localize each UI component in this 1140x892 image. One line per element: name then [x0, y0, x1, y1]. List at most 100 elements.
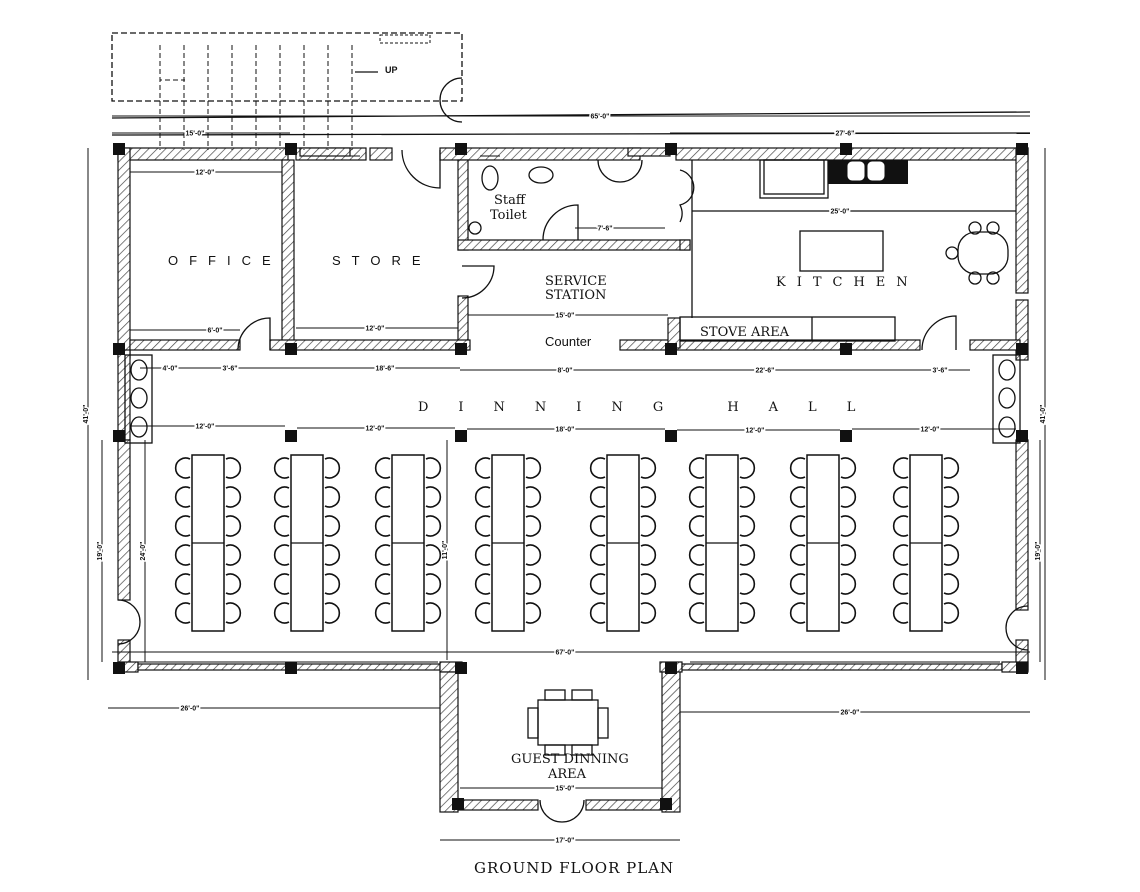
chair	[324, 515, 341, 537]
wall	[369, 147, 393, 161]
dimension-label: 65'-0"	[591, 114, 610, 121]
kitchen-table	[957, 231, 1009, 275]
wall	[627, 147, 671, 157]
chair	[943, 486, 960, 508]
wall	[117, 349, 131, 441]
wall	[457, 799, 539, 811]
wall	[969, 339, 1021, 351]
chair	[425, 486, 442, 508]
room-label-staff-toilet: Staff	[494, 193, 527, 208]
washbasin-icon	[130, 359, 148, 381]
floor-trap-icon	[468, 221, 482, 235]
dimension-label: 12'-0"	[746, 428, 765, 435]
washbasin-counter-right	[992, 354, 1021, 444]
chair	[174, 602, 191, 624]
wall	[1015, 439, 1029, 611]
washbasin-icon	[130, 387, 148, 409]
store-door	[401, 149, 441, 189]
wall	[299, 147, 351, 157]
wall	[117, 147, 289, 161]
guest-entry-door	[539, 799, 585, 823]
chair	[174, 515, 191, 537]
wall	[457, 239, 691, 251]
double-door	[597, 159, 643, 183]
chair	[174, 457, 191, 479]
room-label-office: OFFICE	[168, 253, 282, 268]
column	[1016, 343, 1028, 355]
chair	[640, 544, 657, 566]
chair	[840, 544, 857, 566]
dimension-label: 24'-0"	[140, 542, 147, 561]
dimension-label: 26'-0"	[841, 710, 860, 717]
dimension-label: 11'-0"	[442, 541, 449, 560]
room-label-counter: Counter	[545, 334, 592, 349]
wall	[619, 339, 921, 351]
kitchen-counter	[759, 159, 829, 199]
wall	[281, 159, 295, 351]
chair	[840, 457, 857, 479]
chair	[688, 515, 705, 537]
chair	[425, 573, 442, 595]
chair	[892, 544, 909, 566]
dimension-label: 19'-0"	[97, 542, 104, 561]
chair	[324, 544, 341, 566]
toilet-door	[542, 204, 579, 241]
dimension-label: 26'-0"	[181, 706, 200, 713]
dimension-label: 3'-6"	[932, 368, 947, 375]
column	[452, 798, 464, 810]
wall	[1015, 147, 1029, 294]
room-label-guest-dining: GUEST DINNING	[511, 752, 629, 767]
chair	[324, 486, 341, 508]
dimension-label: 15'-0"	[556, 313, 575, 320]
column	[285, 430, 297, 442]
chair	[525, 573, 542, 595]
chair	[525, 515, 542, 537]
dimension-label: 41'-0"	[83, 405, 90, 424]
chair	[640, 457, 657, 479]
chair	[789, 602, 806, 624]
stair-window	[379, 34, 431, 44]
column	[665, 343, 677, 355]
chair	[589, 515, 606, 537]
chair	[789, 544, 806, 566]
room-label-stove-area: STOVE AREA	[700, 325, 790, 340]
chair	[225, 486, 242, 508]
column	[665, 430, 677, 442]
kitchen-counter-inner	[763, 159, 825, 195]
chair	[739, 515, 756, 537]
chair	[739, 544, 756, 566]
dimension-label: 41'-0"	[1040, 405, 1047, 424]
guest-chair	[571, 744, 593, 756]
chair	[525, 602, 542, 624]
chair	[225, 544, 242, 566]
dimension-label: 7'-6"	[597, 226, 612, 233]
wc-icon	[481, 165, 499, 191]
column	[1016, 662, 1028, 674]
chair	[273, 573, 290, 595]
column	[455, 343, 467, 355]
chair	[225, 573, 242, 595]
washbasin-icon	[998, 416, 1016, 438]
chair	[273, 602, 290, 624]
column	[455, 143, 467, 155]
chair	[374, 573, 391, 595]
wall	[117, 147, 131, 359]
chair	[374, 544, 391, 566]
chair	[525, 457, 542, 479]
room-label-service-station: SERVICE	[545, 274, 607, 289]
chair	[640, 602, 657, 624]
chair	[688, 602, 705, 624]
chair	[640, 515, 657, 537]
hall-door-right	[1005, 605, 1029, 651]
guest-chair	[571, 689, 593, 701]
chair	[892, 515, 909, 537]
chair	[892, 602, 909, 624]
room-label-staff-toilet-2: Toilet	[490, 208, 527, 223]
guest-chair	[544, 689, 566, 701]
chair	[374, 486, 391, 508]
chair	[589, 544, 606, 566]
column	[113, 430, 125, 442]
column	[113, 143, 125, 155]
stair-door	[439, 77, 463, 123]
